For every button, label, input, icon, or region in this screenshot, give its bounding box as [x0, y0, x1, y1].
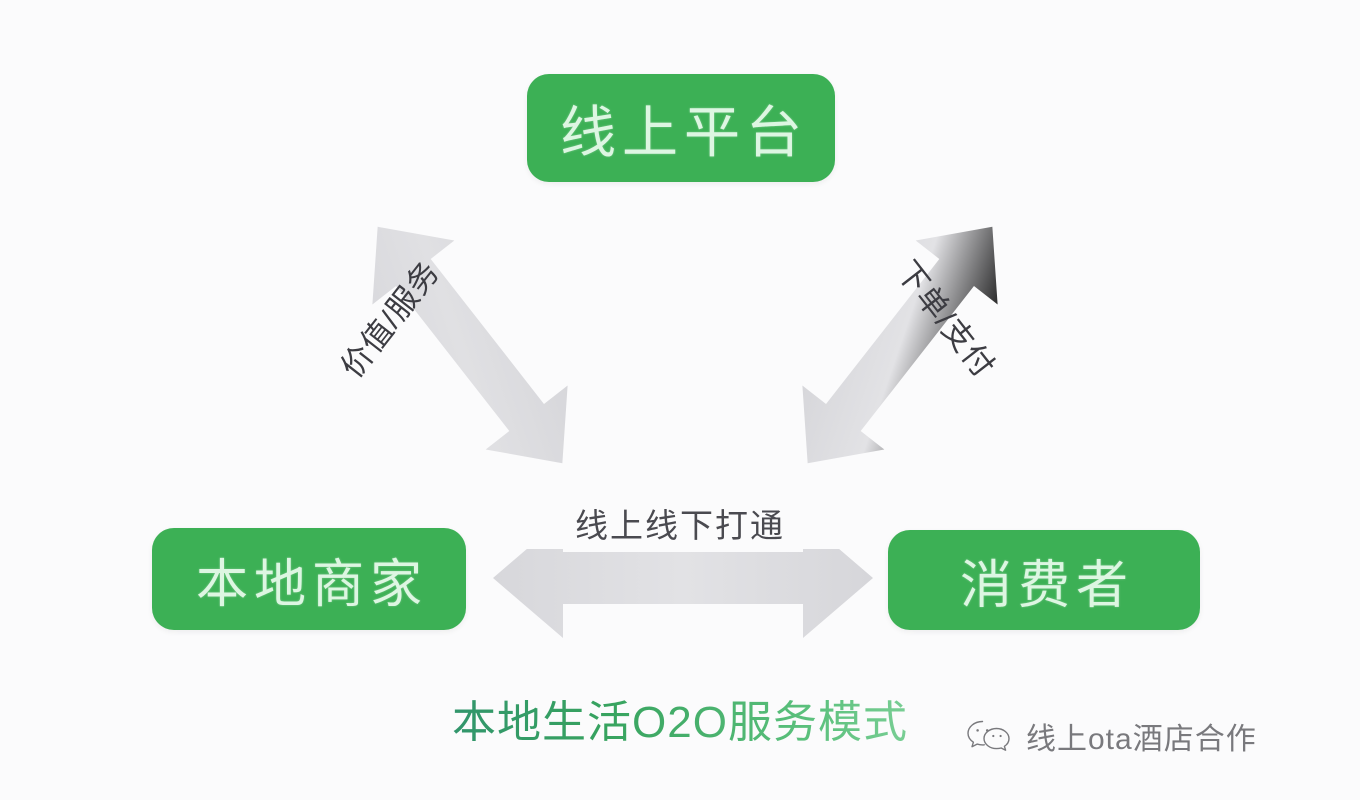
- wechat-icon: [967, 720, 1010, 751]
- edge-label-online-offline-integration: 线上线下打通: [480, 495, 880, 549]
- node-consumer-label: 消费者: [959, 556, 1134, 615]
- node-consumer[interactable]: 消费者: [888, 530, 1200, 630]
- watermark: 线上ota酒店合作: [966, 714, 1257, 758]
- arrow-merchant-platform: [372, 226, 568, 464]
- node-online-platform-label: 线上平台: [560, 100, 808, 164]
- arrow-platform-consumer: [802, 226, 998, 464]
- arrow-merchant-consumer: [493, 518, 873, 638]
- node-local-merchant-label: 本地商家: [195, 555, 428, 614]
- node-online-platform[interactable]: 线上平台: [527, 74, 835, 182]
- diagram-caption: 本地生活O2O服务模式: [380, 686, 980, 750]
- node-local-merchant[interactable]: 本地商家: [152, 528, 466, 630]
- watermark-text: 线上ota酒店合作: [1026, 723, 1257, 756]
